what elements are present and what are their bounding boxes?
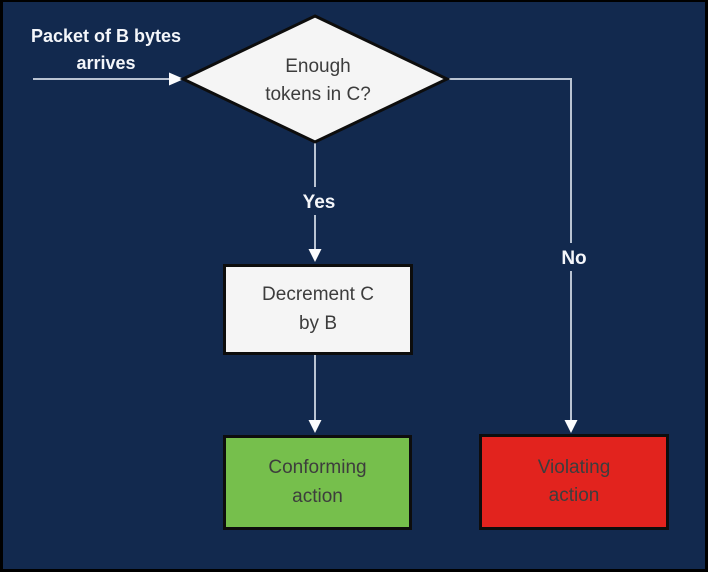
yes-edge-label: Yes	[302, 192, 336, 213]
packet-arrowhead-icon	[169, 72, 184, 86]
decision-diamond	[179, 14, 451, 144]
violating-action-node: Violating action	[479, 434, 669, 530]
violating-action-label: Violating action	[537, 456, 611, 507]
conforming-action-node: Conforming action	[223, 435, 412, 530]
packet-arrival-label: Packet of B bytes arrives	[30, 26, 182, 73]
conforming-arrowhead-icon	[308, 420, 322, 433]
no-branch-line-upper	[449, 78, 572, 243]
no-edge-label: No	[561, 248, 587, 269]
no-branch-arrowhead-icon	[564, 420, 578, 433]
decrement-node: Decrement C by B	[223, 264, 413, 355]
decrement-node-label: Decrement C by B	[262, 284, 374, 334]
yes-branch-arrowhead-icon	[308, 249, 322, 262]
conforming-action-label: Conforming action	[268, 457, 367, 507]
